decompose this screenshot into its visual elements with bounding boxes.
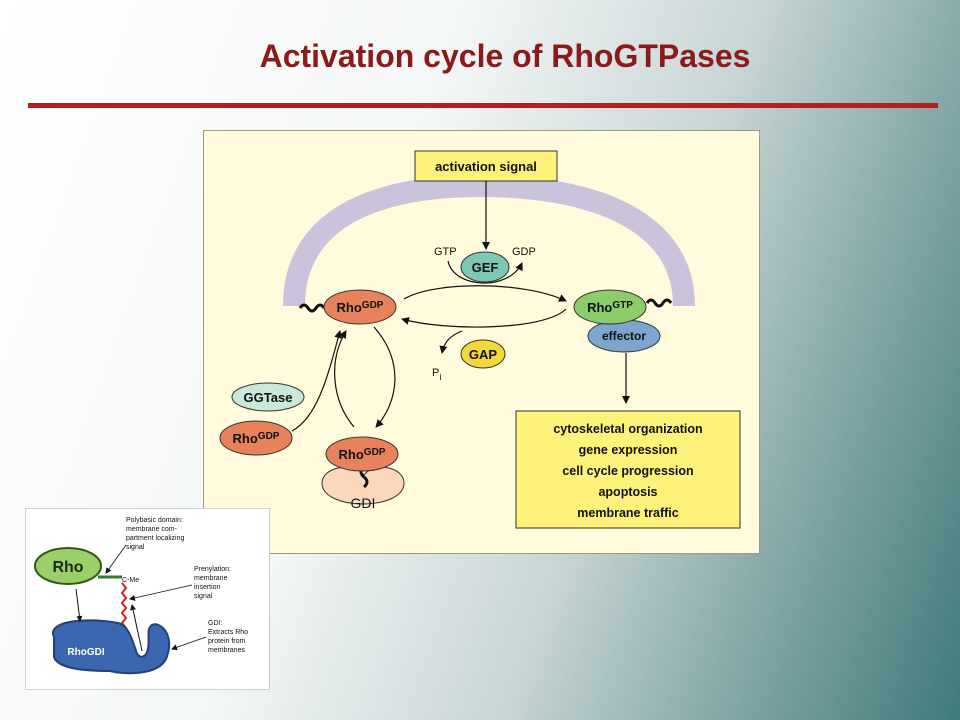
inactivation-arrow (401, 308, 567, 328)
outcome-item: cytoskeletal organization (553, 422, 702, 436)
membrane-anchor-right (645, 298, 673, 308)
inset-binding-arrow (75, 588, 83, 622)
rho-gdp-membrane-label: RhoGDP (337, 300, 384, 315)
gap-label: GAP (469, 347, 498, 362)
pi-label: Pi (432, 367, 441, 382)
gdi-label: GDI (351, 495, 376, 511)
inset-rhogdi-node (52, 619, 171, 675)
inset-rho-label: Rho (52, 559, 83, 576)
rho-gtp-node (573, 289, 647, 325)
activation-signal-label: activation signal (435, 159, 537, 174)
inset-rhogdi-label: RhoGDI (67, 647, 104, 658)
outcome-item: cell cycle progression (562, 464, 693, 478)
gef-exchange-arrow (447, 260, 523, 284)
rho-gdp-unprenylated-label: RhoGDP (233, 431, 280, 446)
outcomes-box (515, 410, 741, 529)
outcome-item: apoptosis (598, 485, 657, 499)
gdi-annotation: GDI: Extracts Rho protein from membranes (208, 620, 250, 654)
outcome-item: gene expression (579, 443, 678, 457)
hydrolysis-arrow (439, 330, 463, 354)
membrane-anchor-left (298, 303, 326, 313)
outcome-item: membrane traffic (577, 506, 678, 520)
rhogdi-inset-diagram: Rho C-Me RhoGDI Polybasic domain: membra… (34, 517, 250, 675)
cycle-diagram-panel: activation signal GTP GDP GEF GAP Pi Rho… (203, 130, 760, 554)
polybasic-annotation: Polybasic domain: membrane com- partment… (126, 517, 186, 551)
prenylation-arrow (291, 330, 343, 432)
ggtase-node (231, 382, 305, 412)
cycle-diagram: activation signal GTP GDP GEF GAP Pi Rho… (219, 150, 741, 529)
gdi-pointer (171, 636, 207, 651)
gap-node (460, 339, 506, 369)
prenylation-annotation: Prenylation: membrane insertion signal (194, 566, 233, 600)
effector-label: effector (602, 329, 646, 343)
inset-insertion-arrow (130, 604, 143, 652)
rho-gdp-unprenylated-node (219, 420, 293, 456)
rhogdi-inset: Rho C-Me RhoGDI Polybasic domain: membra… (25, 508, 270, 690)
gef-label: GEF (472, 260, 499, 275)
rho-gdp-gdi-label: RhoGDP (339, 447, 386, 462)
c-me-label: C-Me (122, 577, 139, 584)
gef-node (460, 251, 510, 283)
rho-gtp-label: RhoGTP (587, 300, 633, 315)
activation-arrow (403, 285, 567, 302)
extraction-arrow (373, 326, 396, 428)
ggtase-label: GGTase (244, 390, 293, 405)
delivery-arrow (334, 330, 355, 428)
gtp-label: GTP (434, 246, 457, 258)
rho-gdp-gdi-node (325, 436, 399, 472)
gdp-label: GDP (512, 246, 536, 258)
membrane-arc (283, 174, 695, 307)
polybasic-pointer (105, 544, 127, 574)
title-rule (28, 103, 938, 108)
slide-title: Activation cycle of RhoGTPases (259, 38, 751, 74)
rho-gdp-membrane-node (323, 289, 397, 325)
prenylation-pointer (129, 584, 193, 601)
inset-rho-node (34, 547, 102, 585)
activation-signal-box (414, 150, 558, 182)
